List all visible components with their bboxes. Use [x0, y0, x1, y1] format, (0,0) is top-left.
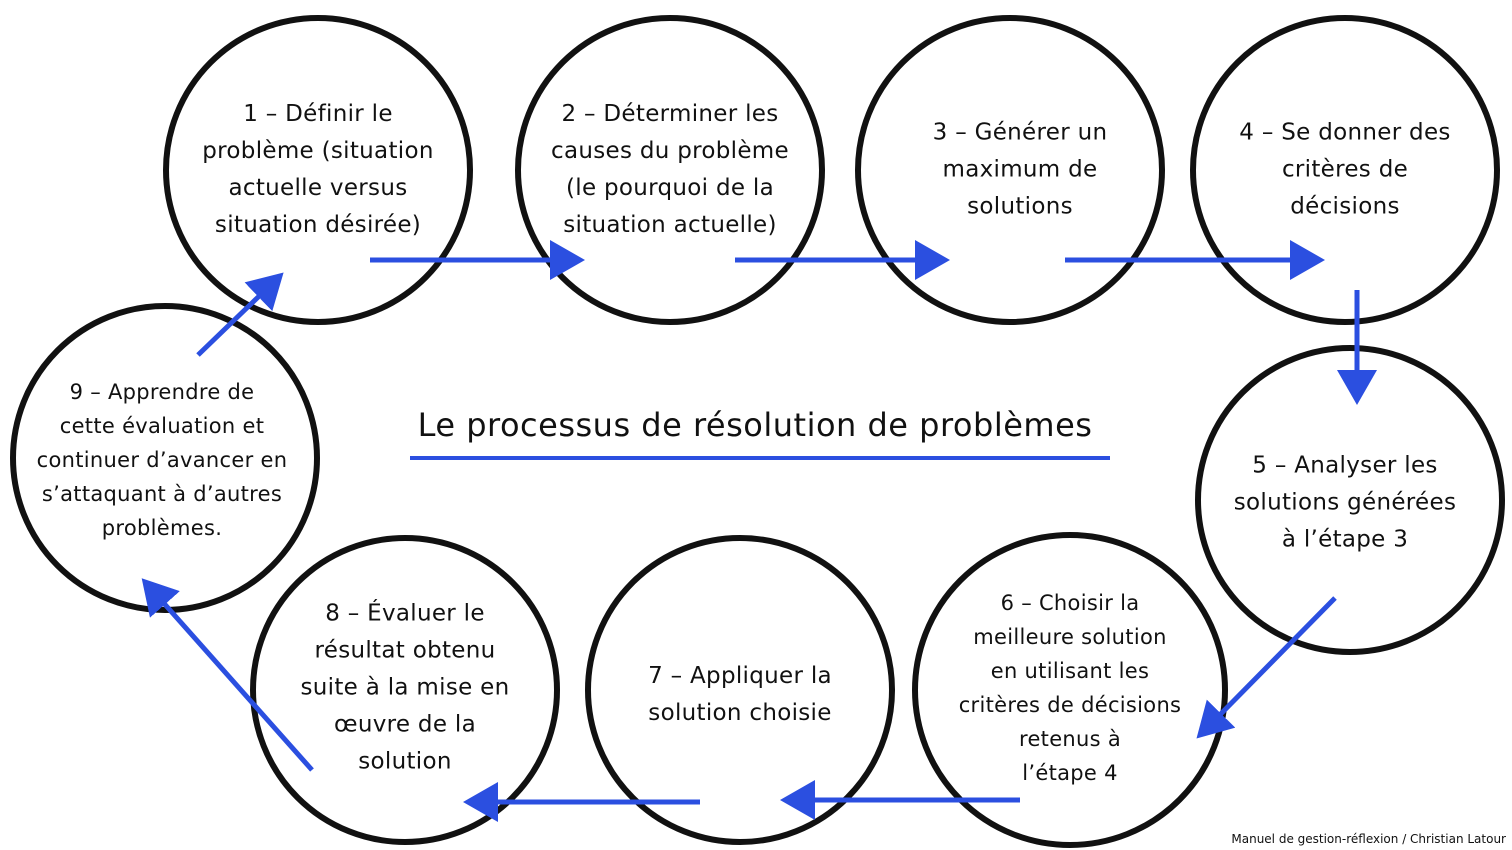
step-7-text: 7 – Appliquer la solution choisie: [648, 663, 832, 726]
step-2-circle: [515, 15, 825, 325]
step-2-text: 2 – Déterminer les causes du problème (l…: [551, 101, 789, 238]
arrow-8-to-9: [141, 578, 314, 772]
step-5-circle: [1195, 345, 1505, 655]
arrow-9-to-1: [196, 272, 284, 357]
step-6-text: 6 – Choisir la meilleure solution en uti…: [958, 591, 1182, 785]
step-9-text: 9 – Apprendre de cette évaluation et con…: [36, 380, 288, 540]
diagram-title: Le processus de résolution de problèmes: [417, 406, 1093, 444]
step-3-text: 3 – Générer un maximum de solutions: [932, 119, 1108, 220]
step-4-circle: [1190, 15, 1500, 325]
step-8-text: 8 – Évaluer le résultat obtenu suite à l…: [300, 600, 510, 775]
step-3-circle: [855, 15, 1165, 325]
step-1-text: 1 – Définir le problème (situation actue…: [202, 101, 434, 238]
step-4-text: 4 – Se donner des critères de décisions: [1239, 119, 1451, 220]
arrow-5-to-6: [1196, 596, 1337, 739]
footer-credit: Manuel de gestion-réflexion / Christian …: [1231, 832, 1506, 846]
step-5-text: 5 – Analyser les solutions générées à l’…: [1233, 452, 1457, 553]
step-8-circle: [250, 535, 560, 845]
step-1-circle: [163, 15, 473, 325]
step-7-circle: [585, 535, 895, 845]
step-6-circle: [912, 532, 1228, 848]
